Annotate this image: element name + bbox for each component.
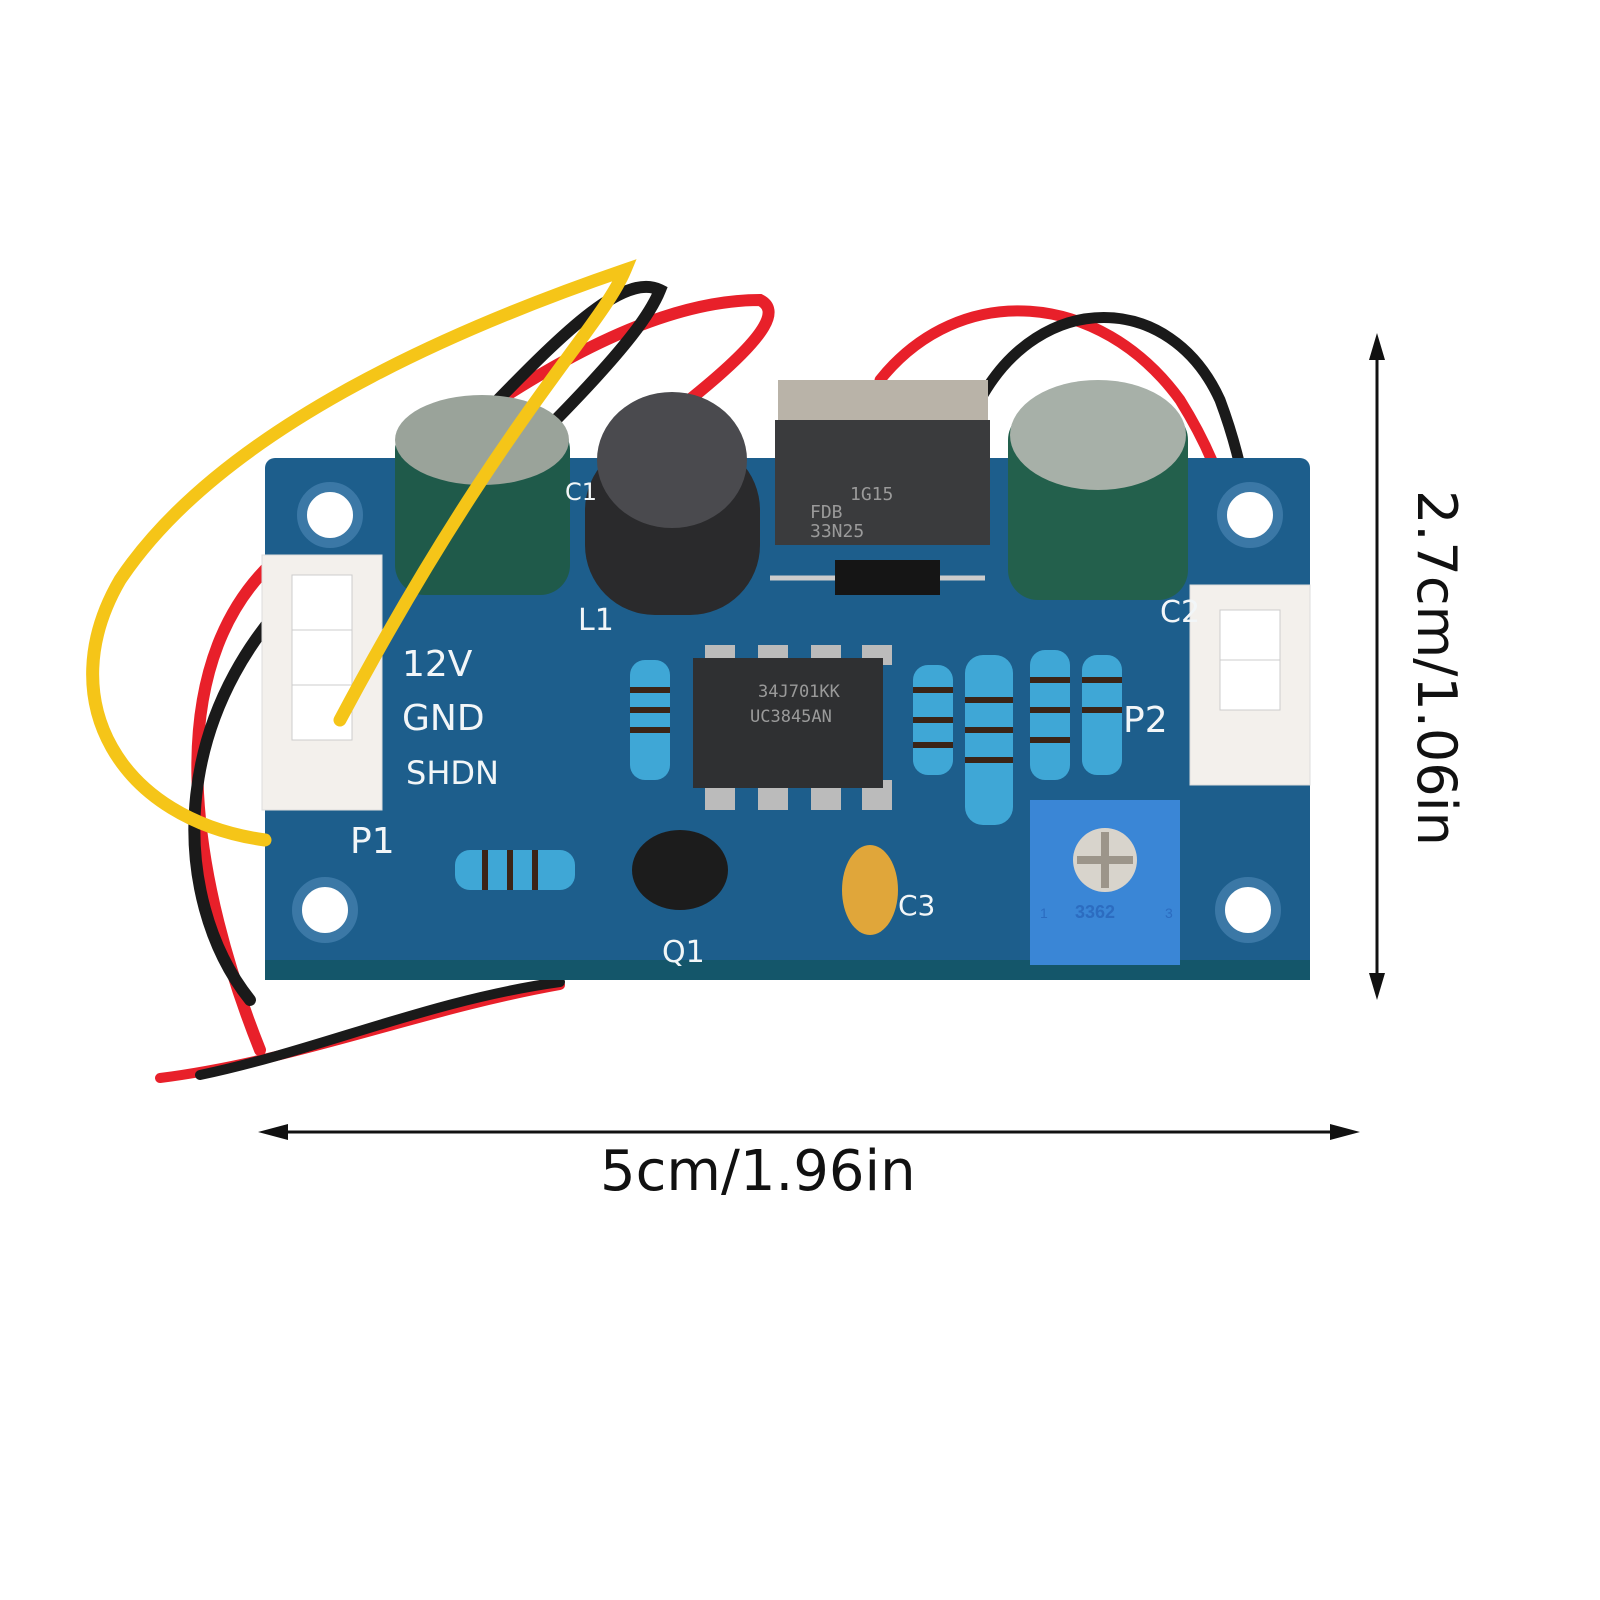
ic-text: UC3845AN (750, 707, 832, 727)
mosfet: 1G15 FDB 33N25 (775, 380, 990, 545)
resistor (630, 660, 670, 780)
mosfet-text: 1G15 (850, 484, 893, 505)
label-c2: C2 (1160, 595, 1200, 630)
height-label: 2.7cm/1.06in (1405, 490, 1468, 846)
label-12v: 12V (402, 644, 473, 685)
trimmer-potentiometer: 3362 1 3 (1030, 800, 1180, 965)
resistor (455, 850, 575, 890)
label-c3: C3 (898, 889, 935, 922)
width-dimension: 5cm/1.96in (258, 1124, 1360, 1204)
ic-chip: 34J701KK UC3845AN (693, 645, 892, 810)
wires-front (86, 259, 637, 847)
mount-hole (297, 482, 363, 548)
capacitor-c2 (1008, 380, 1188, 600)
mount-hole (292, 877, 358, 943)
diode (770, 560, 985, 595)
mount-hole (1217, 482, 1283, 548)
label-l1: L1 (578, 603, 614, 638)
label-p1: P1 (350, 821, 395, 862)
label-shdn: SHDN (406, 754, 499, 792)
width-label: 5cm/1.96in (600, 1139, 916, 1204)
label-p2: P2 (1123, 700, 1168, 741)
label-q1: Q1 (662, 935, 705, 970)
mosfet-text: FDB (810, 502, 843, 523)
resistor (1082, 655, 1122, 775)
pot-pin1: 1 (1040, 905, 1048, 921)
pot-pin3: 3 (1165, 905, 1173, 921)
height-dimension: 2.7cm/1.06in (1369, 333, 1468, 1000)
mount-hole (1215, 877, 1281, 943)
capacitor-c3 (842, 845, 898, 935)
mosfet-text: 33N25 (810, 521, 864, 542)
connector-p2 (1189, 584, 1311, 786)
transistor-q1 (632, 830, 728, 910)
resistor (1030, 650, 1070, 780)
resistor (965, 655, 1013, 825)
pot-code: 3362 (1075, 902, 1115, 922)
ic-text: 34J701KK (758, 682, 841, 702)
label-c1: C1 (565, 478, 597, 506)
inductor-l1 (585, 392, 760, 615)
label-gnd: GND (402, 698, 485, 739)
